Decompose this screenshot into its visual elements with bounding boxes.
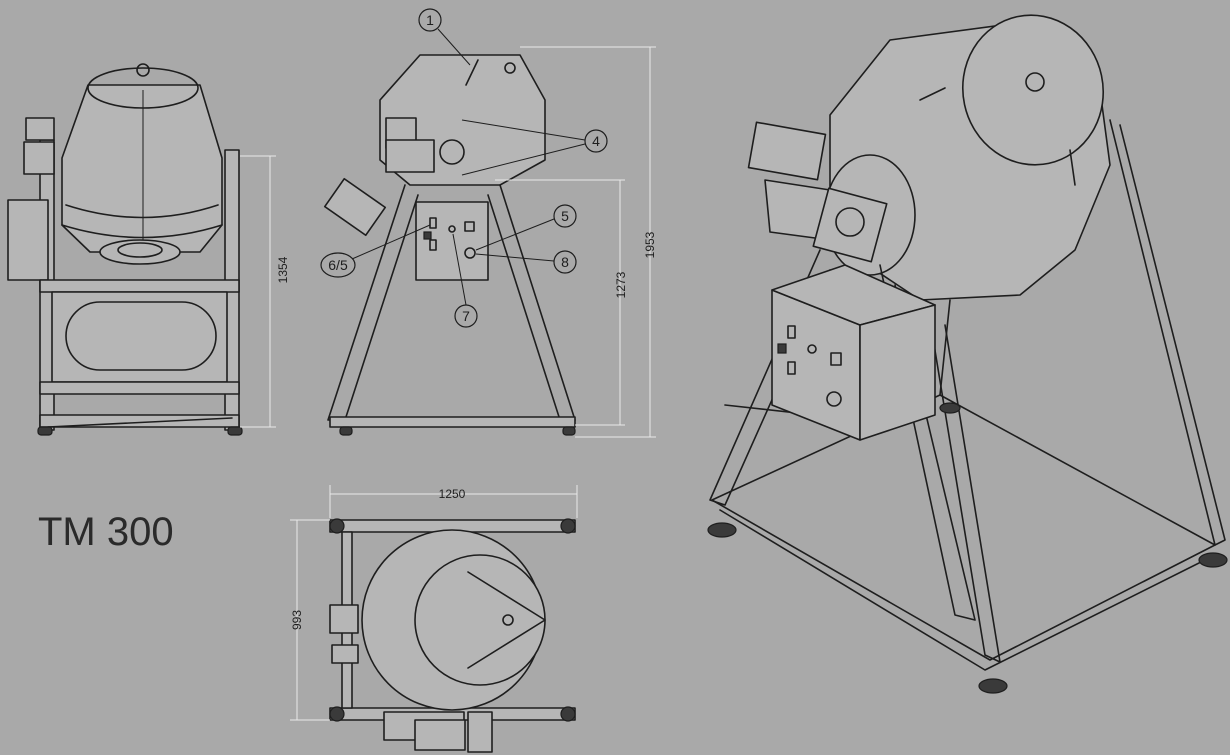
top-view xyxy=(329,518,576,753)
callout-4: 4 xyxy=(461,119,608,176)
dimension-1354: 1354 xyxy=(240,155,290,428)
dimension-1953: 1953 xyxy=(520,46,657,438)
side-view xyxy=(7,63,243,436)
callout-8: 8 xyxy=(475,250,577,274)
callout-6-5: 6/5 xyxy=(320,224,431,278)
callout-4-label: 4 xyxy=(592,133,600,149)
callout-1-label: 1 xyxy=(426,12,434,28)
dimension-1273: 1273 xyxy=(495,179,628,426)
callout-8-label: 8 xyxy=(561,254,569,270)
dimension-label-1250: 1250 xyxy=(439,487,466,501)
front-view xyxy=(323,54,576,436)
dimension-label-1273: 1273 xyxy=(614,271,628,298)
dimension-1250: 1250 xyxy=(329,485,578,518)
model-title: TM 300 xyxy=(38,510,174,554)
dimension-label-1953: 1953 xyxy=(643,231,657,258)
callout-5-label: 5 xyxy=(561,208,569,224)
dimension-993: 993 xyxy=(290,519,330,721)
callout-7: 7 xyxy=(452,233,478,328)
dimension-label-993: 993 xyxy=(290,610,304,630)
isometric-view xyxy=(707,14,1228,694)
callout-5: 5 xyxy=(475,204,577,251)
callout-6-5-label: 6/5 xyxy=(328,257,348,273)
callout-1: 1 xyxy=(418,8,471,66)
dimension-label-1354: 1354 xyxy=(276,256,290,283)
callout-7-label: 7 xyxy=(462,308,470,324)
